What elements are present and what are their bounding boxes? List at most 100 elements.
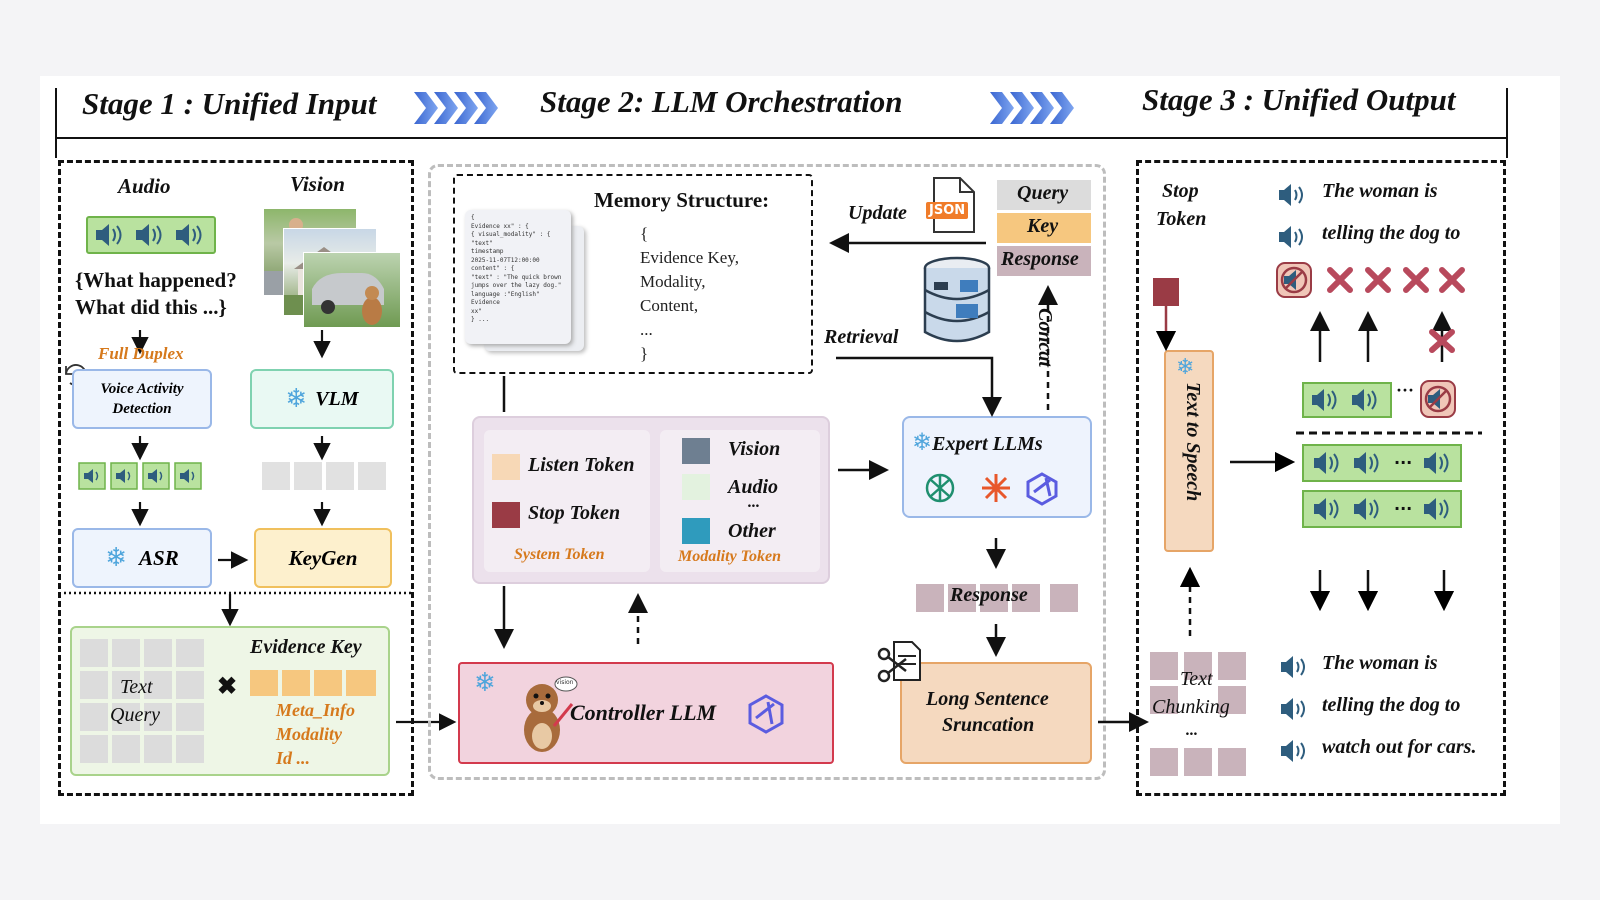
json-line: timestamp [471,248,504,255]
json-line: { [471,214,475,221]
output-bottom-line-3: watch out for cars. [1322,736,1477,758]
bubble-text: vision [556,679,574,686]
json-file-icon: JSON [926,176,976,234]
audio-chunk-row: ··· [1302,490,1462,528]
snowflake-icon: ❄ [285,384,308,413]
json-line: } ... [471,316,490,323]
query-label: Query [1017,182,1069,204]
json-line: language :"English" [471,290,540,298]
vision-token [262,462,290,490]
response-row [997,246,1091,276]
otter-mascot-icon [524,676,578,752]
chunking-label: Chunking [1152,696,1230,718]
text-label: Text [120,676,153,698]
divider-dashed [1296,431,1482,435]
stage-2-title: Stage 2: LLM Orchestration [540,84,903,119]
response-token [1012,584,1040,612]
audio-token-swatch [682,474,710,500]
key-token [282,670,310,696]
json-line: 2025-11-07T12:00:00 [471,256,540,264]
other-token-label: Other [728,520,776,542]
memory-line: { [640,224,649,243]
modality-label: Modality [276,724,342,744]
vision-token-swatch [682,438,710,464]
stop-token-swatch [492,502,520,528]
full-duplex-label: Full Duplex [98,344,184,363]
chunk-token [1150,652,1178,680]
svg-text:···: ··· [1394,499,1412,518]
response-token [916,584,944,612]
speaker-icon [1281,740,1305,762]
vlm-label: VLM [315,387,359,410]
stage-1-title: Stage 1 : Unified Input [82,86,377,121]
muted-speaker-icon [1420,380,1456,418]
system-token-panel [484,430,650,572]
memory-fields: { Evidence Key, Modality, Content, ... } [640,222,739,366]
cross-icon: ✖ [217,674,238,700]
chunk-token [1218,652,1246,680]
retrieval-label: Retrieval [824,326,899,348]
memory-line: Modality, [640,272,706,291]
stop-token-line-2: Token [1156,208,1207,230]
scissors-icon [877,641,921,683]
text-to-speech-module [1164,350,1214,552]
audio-label: Audio [118,174,171,198]
stop-token-label: Stop Token [528,502,621,524]
response-label: Response [1001,248,1079,270]
memory-line: ... [640,320,653,339]
memory-line: Evidence Key, [640,248,739,267]
stage-3-up-arrows [1310,311,1455,362]
json-line: "text" : "The quick brown [471,273,562,281]
json-badge: JSON [926,202,969,219]
vision-token [358,462,386,490]
model-logos [925,472,1058,506]
snowflake-icon: ❄ [105,543,128,572]
cross-marks [1327,267,1465,293]
memory-line: Content, [640,296,699,315]
diagram-canvas: Stage 1 : Unified Input Stage 2: LLM Orc… [40,76,1560,824]
asr-module: ❄ ASR [72,528,212,588]
key-row [997,213,1091,243]
response-token [948,584,976,612]
json-document: { Evidence xx" : { { visual_modality" : … [465,210,571,344]
database-icon [922,256,992,346]
output-top-line-1: The woman is [1322,180,1438,202]
stage-3-title: Stage 3 : Unified Output [1142,82,1456,117]
output-bottom-line-2: telling the dog to [1322,694,1461,716]
chevrons-icon-2 [990,92,1074,124]
more-token-dots: ... [748,494,760,511]
expert-llms-text: Expert LLMs [932,433,1043,455]
response-label: Response [950,584,1028,606]
speaker-icon [1281,698,1305,720]
audio-token-label: Audio [728,476,779,498]
chunk-token [1184,652,1212,680]
json-line: jumps over the lazy dog." [471,282,562,289]
chunk-dots: ... [1186,722,1198,739]
chunk-token [1218,686,1246,714]
stage-2-panel [428,164,1106,780]
chunk-token [1184,748,1212,776]
voice-activity-detection: Voice Activity Detection [72,369,212,429]
update-label: Update [848,202,907,224]
svg-text:···: ··· [1394,453,1412,472]
stage-3-arrows [1156,306,1454,636]
snowflake-icon: ❄ [1176,354,1195,379]
audio-clip [86,216,216,254]
chevrons-icon-1 [414,92,498,124]
speaker-icon [1279,184,1303,206]
stop-token-block [1153,278,1179,306]
question-line-1: {What happened? [75,268,237,292]
snowflake-icon: ❄ [912,430,933,456]
long-sentence-line-2: Sruncation [942,714,1035,736]
asr-label: ASR [139,545,179,570]
speaker-icon [1279,226,1303,248]
expert-llms-label: ❄Expert LLMs [912,428,1043,457]
stop-token-line-1: Stop [1162,180,1199,202]
keygen-module: KeyGen [254,528,392,588]
meta-info-label: Meta_Info [276,700,356,720]
stage-2-arrows [494,233,1149,732]
audio-chunk-row: ··· [1302,444,1462,482]
header-frame [55,88,1508,158]
keygen-label: KeyGen [288,545,358,570]
question-line-2: What did this ...} [75,295,227,319]
